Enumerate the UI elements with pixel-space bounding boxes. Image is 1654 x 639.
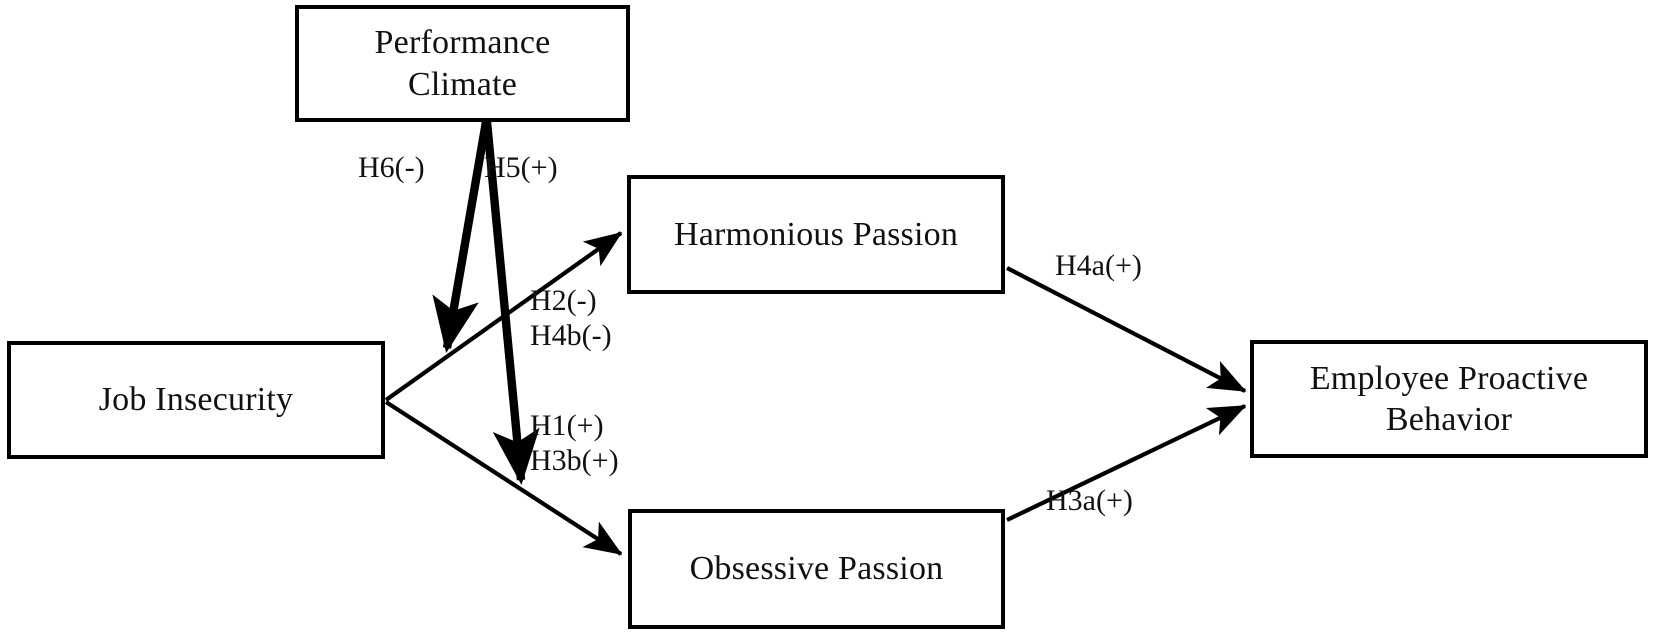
edge-obsessive-passion-to-employee-proactive-behavior	[1006, 404, 1247, 522]
node-performance-climate-label: Performance Climate	[374, 24, 551, 103]
node-harmonious-passion-label: Harmonious Passion	[673, 215, 959, 253]
node-obsessive-passion-label: Obsessive Passion	[689, 550, 944, 588]
edge-performance-climate-moderates-obsessive-path	[482, 121, 540, 486]
edge-label-h3a: H3a(+)	[1046, 484, 1133, 517]
edge-label-h5: H5(+)	[484, 151, 558, 184]
edge-label-h2-h4b: H2(-) H4b(-)	[530, 284, 612, 353]
edge-label-h6: H6(-)	[358, 151, 425, 184]
edge-label-h1-h3b: H1(+) H3b(+)	[530, 409, 619, 478]
node-obsessive-passion[interactable]: Obsessive Passion	[628, 509, 1005, 629]
node-harmonious-passion[interactable]: Harmonious Passion	[627, 175, 1005, 294]
node-job-insecurity-label: Job Insecurity	[98, 381, 294, 419]
node-job-insecurity[interactable]: Job Insecurity	[7, 341, 385, 459]
node-performance-climate[interactable]: Performance Climate	[295, 5, 630, 122]
edge-label-h4a: H4a(+)	[1055, 249, 1142, 282]
edge-performance-climate-moderates-harmonious-path	[432, 121, 491, 353]
node-employee-proactive-behavior-label: Employee Proactive Behavior	[1309, 359, 1589, 438]
node-employee-proactive-behavior[interactable]: Employee Proactive Behavior	[1250, 340, 1648, 458]
edge-harmonious-passion-to-employee-proactive-behavior	[1006, 266, 1247, 393]
